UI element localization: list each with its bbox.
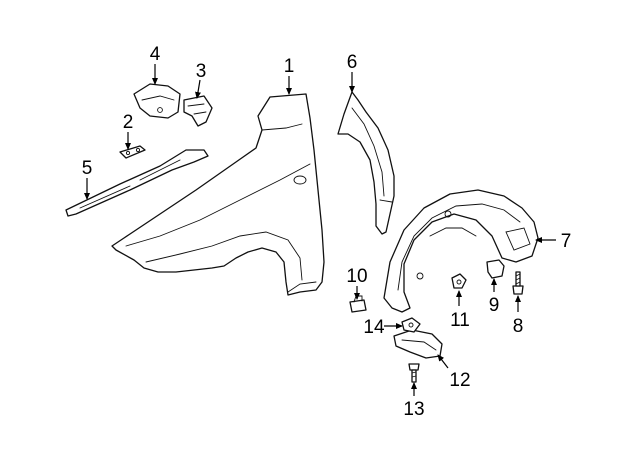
leader-3 [195,79,201,99]
callout-11: 11 [450,310,470,331]
callout-8: 8 [513,316,524,337]
part-9-clip [486,259,505,279]
part-13-bolt [408,363,420,383]
callout-5: 5 [82,158,93,179]
callout-7: 7 [561,231,572,252]
callout-2: 2 [123,112,134,133]
part-7-fender-liner [383,189,539,313]
callout-labels: 1 2 3 4 5 6 7 8 9 10 11 12 13 14 [82,44,572,420]
callout-10: 10 [346,266,367,287]
callout-3: 3 [196,61,207,82]
part-4-upper-bracket [133,83,181,119]
part-8-screw [512,271,524,295]
part-6-reinforcement [337,91,395,235]
part-11-push-nut [451,273,467,289]
part-14-clip [401,317,421,333]
callout-6: 6 [347,52,358,73]
callout-4: 4 [150,44,161,65]
callout-1: 1 [284,56,295,77]
part-10-nut-clip [349,295,367,313]
part-2-bracket [119,145,146,159]
part-1-fender [111,93,325,296]
callout-14: 14 [363,317,385,338]
part-12-lower-bracket [393,329,443,359]
part-5-molding [65,149,209,217]
callout-13: 13 [403,399,424,420]
leader-12 [437,354,449,369]
callout-12: 12 [449,370,470,391]
callout-9: 9 [489,295,500,316]
part-3-clip [183,95,213,127]
leader-lines [84,64,556,396]
